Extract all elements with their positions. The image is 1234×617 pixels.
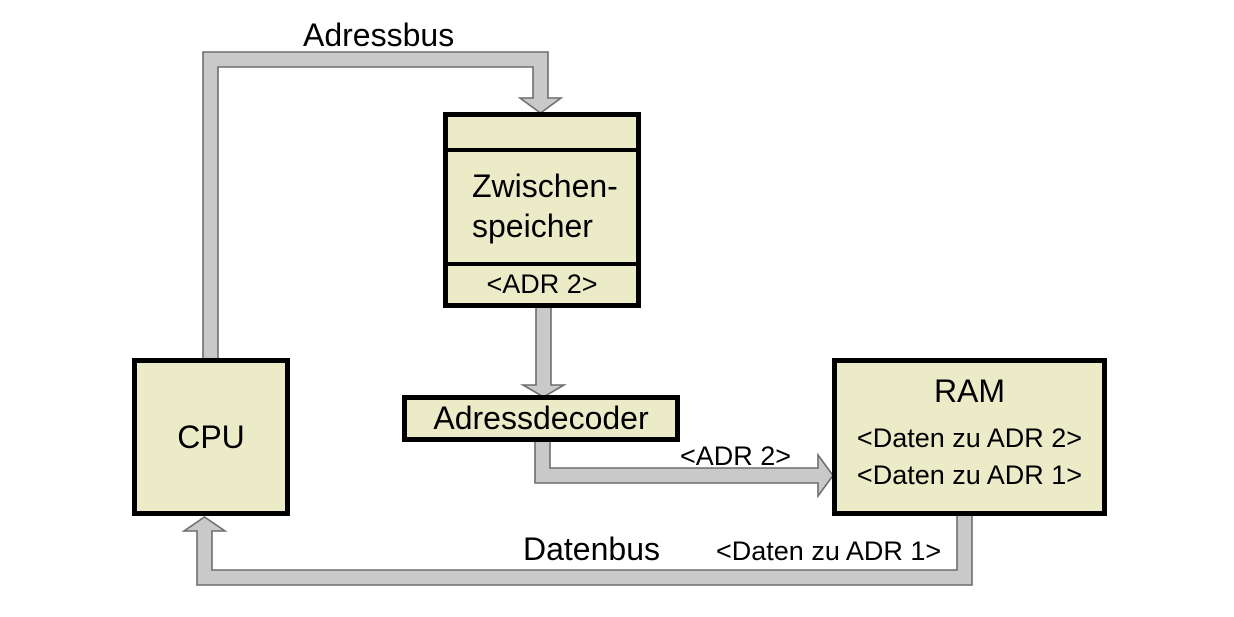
- ram-data-line-adr1: <Daten zu ADR 1>: [856, 460, 1083, 490]
- ram-box: RAM <Daten zu ADR 2> <Daten zu ADR 1>: [832, 358, 1107, 516]
- datenbus-line: [181, 512, 973, 586]
- cpu-box: CPU: [132, 358, 290, 516]
- decoder-to-ram-line: [534, 437, 834, 499]
- buffer-to-decoder-line: [520, 303, 567, 398]
- adressbus-label: Adressbus: [303, 17, 455, 53]
- adressbus-line: [202, 51, 564, 361]
- daten-adr1-annotation: <Daten zu ADR 1>: [716, 536, 942, 566]
- buffer-box: Zwischen- speicher <ADR 2>: [443, 112, 641, 308]
- buffer-address-cell: <ADR 2>: [486, 269, 598, 299]
- buffer-label-section: Zwischen- speicher: [448, 152, 636, 266]
- buffer-label-line1: Zwischen-: [472, 168, 618, 204]
- ram-title: RAM: [933, 373, 1006, 409]
- adr2-annotation: <ADR 2>: [680, 441, 792, 471]
- decoder-box: Adressdecoder: [402, 395, 680, 442]
- decoder-label: Adressdecoder: [433, 400, 649, 436]
- ram-data-line-adr2: <Daten zu ADR 2>: [856, 423, 1083, 453]
- buffer-empty-section: [448, 117, 636, 152]
- buffer-label-line2: speicher: [472, 208, 593, 244]
- cpu-label: CPU: [177, 418, 245, 455]
- datenbus-label: Datenbus: [523, 531, 660, 567]
